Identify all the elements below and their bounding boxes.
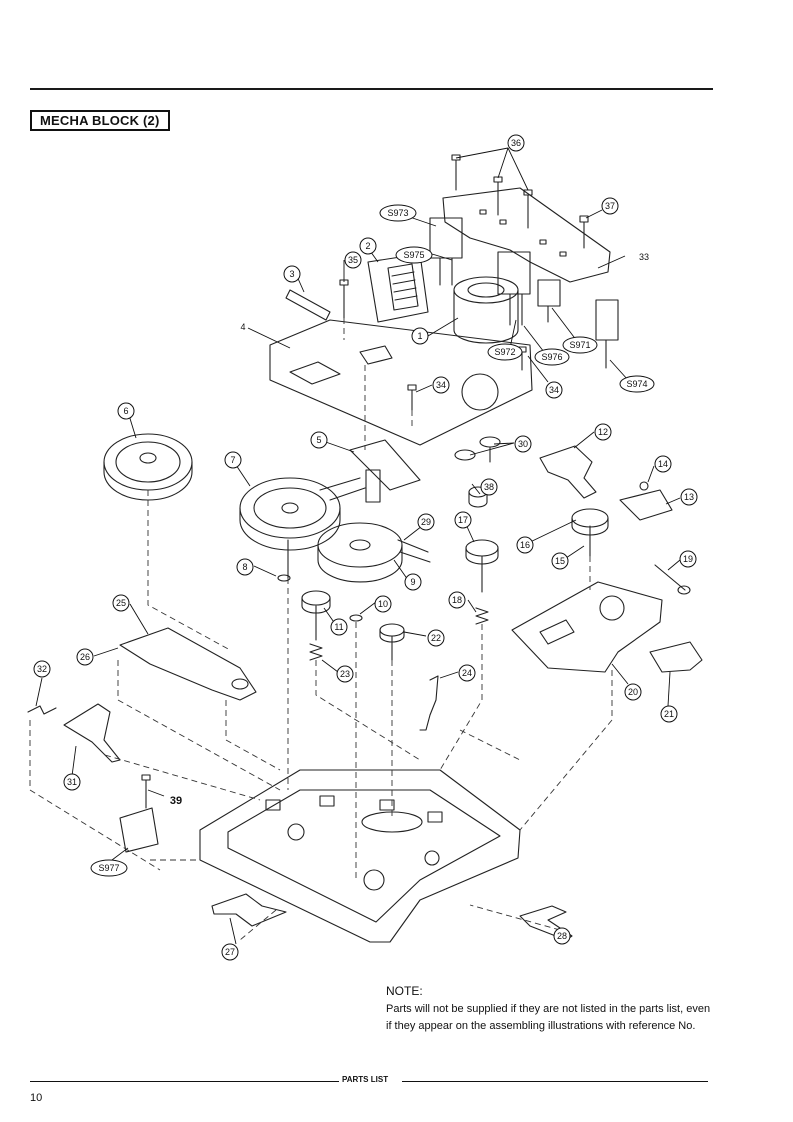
screw-35: [339, 279, 349, 319]
callout-1: 1: [417, 331, 422, 341]
lever-12: [539, 445, 597, 499]
footer-rule-right: [402, 1081, 708, 1082]
switch-s972: [497, 251, 531, 326]
gear-16: [571, 508, 609, 557]
bracket-21: [649, 641, 703, 673]
lever-24: [419, 675, 439, 731]
callout-10: 10: [378, 599, 388, 609]
callout-11: 11: [334, 622, 343, 632]
callout-17: 17: [458, 515, 468, 525]
solenoid-2: [367, 253, 429, 323]
callout-s972: S972: [494, 347, 515, 357]
washer-8: [277, 574, 291, 582]
callout-s973: S973: [387, 208, 408, 218]
callout-33: 33: [639, 252, 649, 262]
spring-32: [27, 705, 57, 715]
callout-31: 31: [67, 777, 77, 787]
switch-s977: [119, 807, 159, 853]
callout-26: 26: [80, 652, 90, 662]
lever-31: [63, 703, 121, 763]
note-heading: NOTE:: [386, 984, 423, 998]
callout-12: 12: [598, 427, 608, 437]
switch-s971: [537, 279, 561, 323]
exploded-parts-diagram: 36 37 S973 S975 2 35 3 33 4 1 S972 S976 …: [27, 134, 703, 961]
callout-20: 20: [628, 687, 638, 697]
callout-22: 22: [431, 633, 441, 643]
main-chassis: [199, 769, 521, 943]
callout-13: 13: [684, 492, 694, 502]
callout-s974: S974: [626, 379, 647, 389]
callout-s977: S977: [98, 863, 119, 873]
screws-36: [451, 154, 589, 249]
reel-11: [301, 590, 331, 661]
washers-30: [454, 436, 501, 463]
callout-5: 5: [316, 435, 321, 445]
reel-17: [465, 539, 499, 625]
bracket-5: [349, 439, 421, 503]
callout-39: 39: [170, 795, 182, 807]
switch-s973: [429, 217, 463, 286]
motor-plate-4: [269, 319, 533, 446]
callout-24: 24: [462, 668, 472, 678]
callout-29: 29: [421, 517, 431, 527]
callout-3: 3: [289, 269, 294, 279]
flywheel-7: [239, 477, 366, 579]
switch-bracket-33: [442, 187, 611, 283]
top-rule: [30, 88, 713, 90]
page-number: 10: [30, 1092, 43, 1104]
section-title: MECHA BLOCK (2): [30, 110, 170, 131]
motor-1: [453, 276, 519, 344]
callout-14: 14: [658, 459, 668, 469]
callout-9: 9: [410, 577, 415, 587]
callout-38: 38: [484, 482, 494, 492]
callout-27: 27: [225, 947, 235, 957]
callout-4: 4: [240, 322, 245, 332]
callout-32: 32: [37, 664, 47, 674]
callout-15: 15: [555, 556, 565, 566]
lever-25: [119, 627, 257, 701]
callout-16: 16: [520, 540, 530, 550]
callout-6: 6: [123, 406, 128, 416]
callout-s975: S975: [403, 250, 424, 260]
callout-34b: 34: [549, 385, 559, 395]
callout-8: 8: [242, 562, 247, 572]
footer-rule-left: [30, 1081, 339, 1082]
callout-35: 35: [348, 255, 358, 265]
callout-36: 36: [511, 138, 521, 148]
callout-30: 30: [518, 439, 528, 449]
washer-10: [349, 614, 363, 622]
bracket-13: [619, 481, 673, 521]
callout-37: 37: [605, 201, 615, 211]
spring-19: [654, 564, 691, 595]
callout-34a: 34: [436, 380, 446, 390]
switch-s974: [595, 299, 619, 369]
callout-25: 25: [116, 598, 126, 608]
callout-2: 2: [365, 241, 370, 251]
callout-21: 21: [664, 709, 674, 719]
screw-39: [141, 774, 151, 809]
shaft-3: [285, 289, 331, 321]
callout-s971: S971: [569, 340, 590, 350]
lever-27: [211, 893, 287, 927]
pulley-9: [317, 522, 431, 583]
slide-plate-20: [511, 581, 663, 673]
callout-23: 23: [340, 669, 350, 679]
footer-label: PARTS LIST: [342, 1075, 389, 1084]
callout-28: 28: [557, 931, 567, 941]
callout-s976: S976: [541, 352, 562, 362]
callout-18: 18: [452, 595, 462, 605]
callout-7: 7: [230, 455, 235, 465]
reel-22: [379, 623, 405, 661]
note-body: Parts will not be supplied if they are n…: [386, 1003, 711, 1032]
callout-19: 19: [683, 554, 693, 564]
